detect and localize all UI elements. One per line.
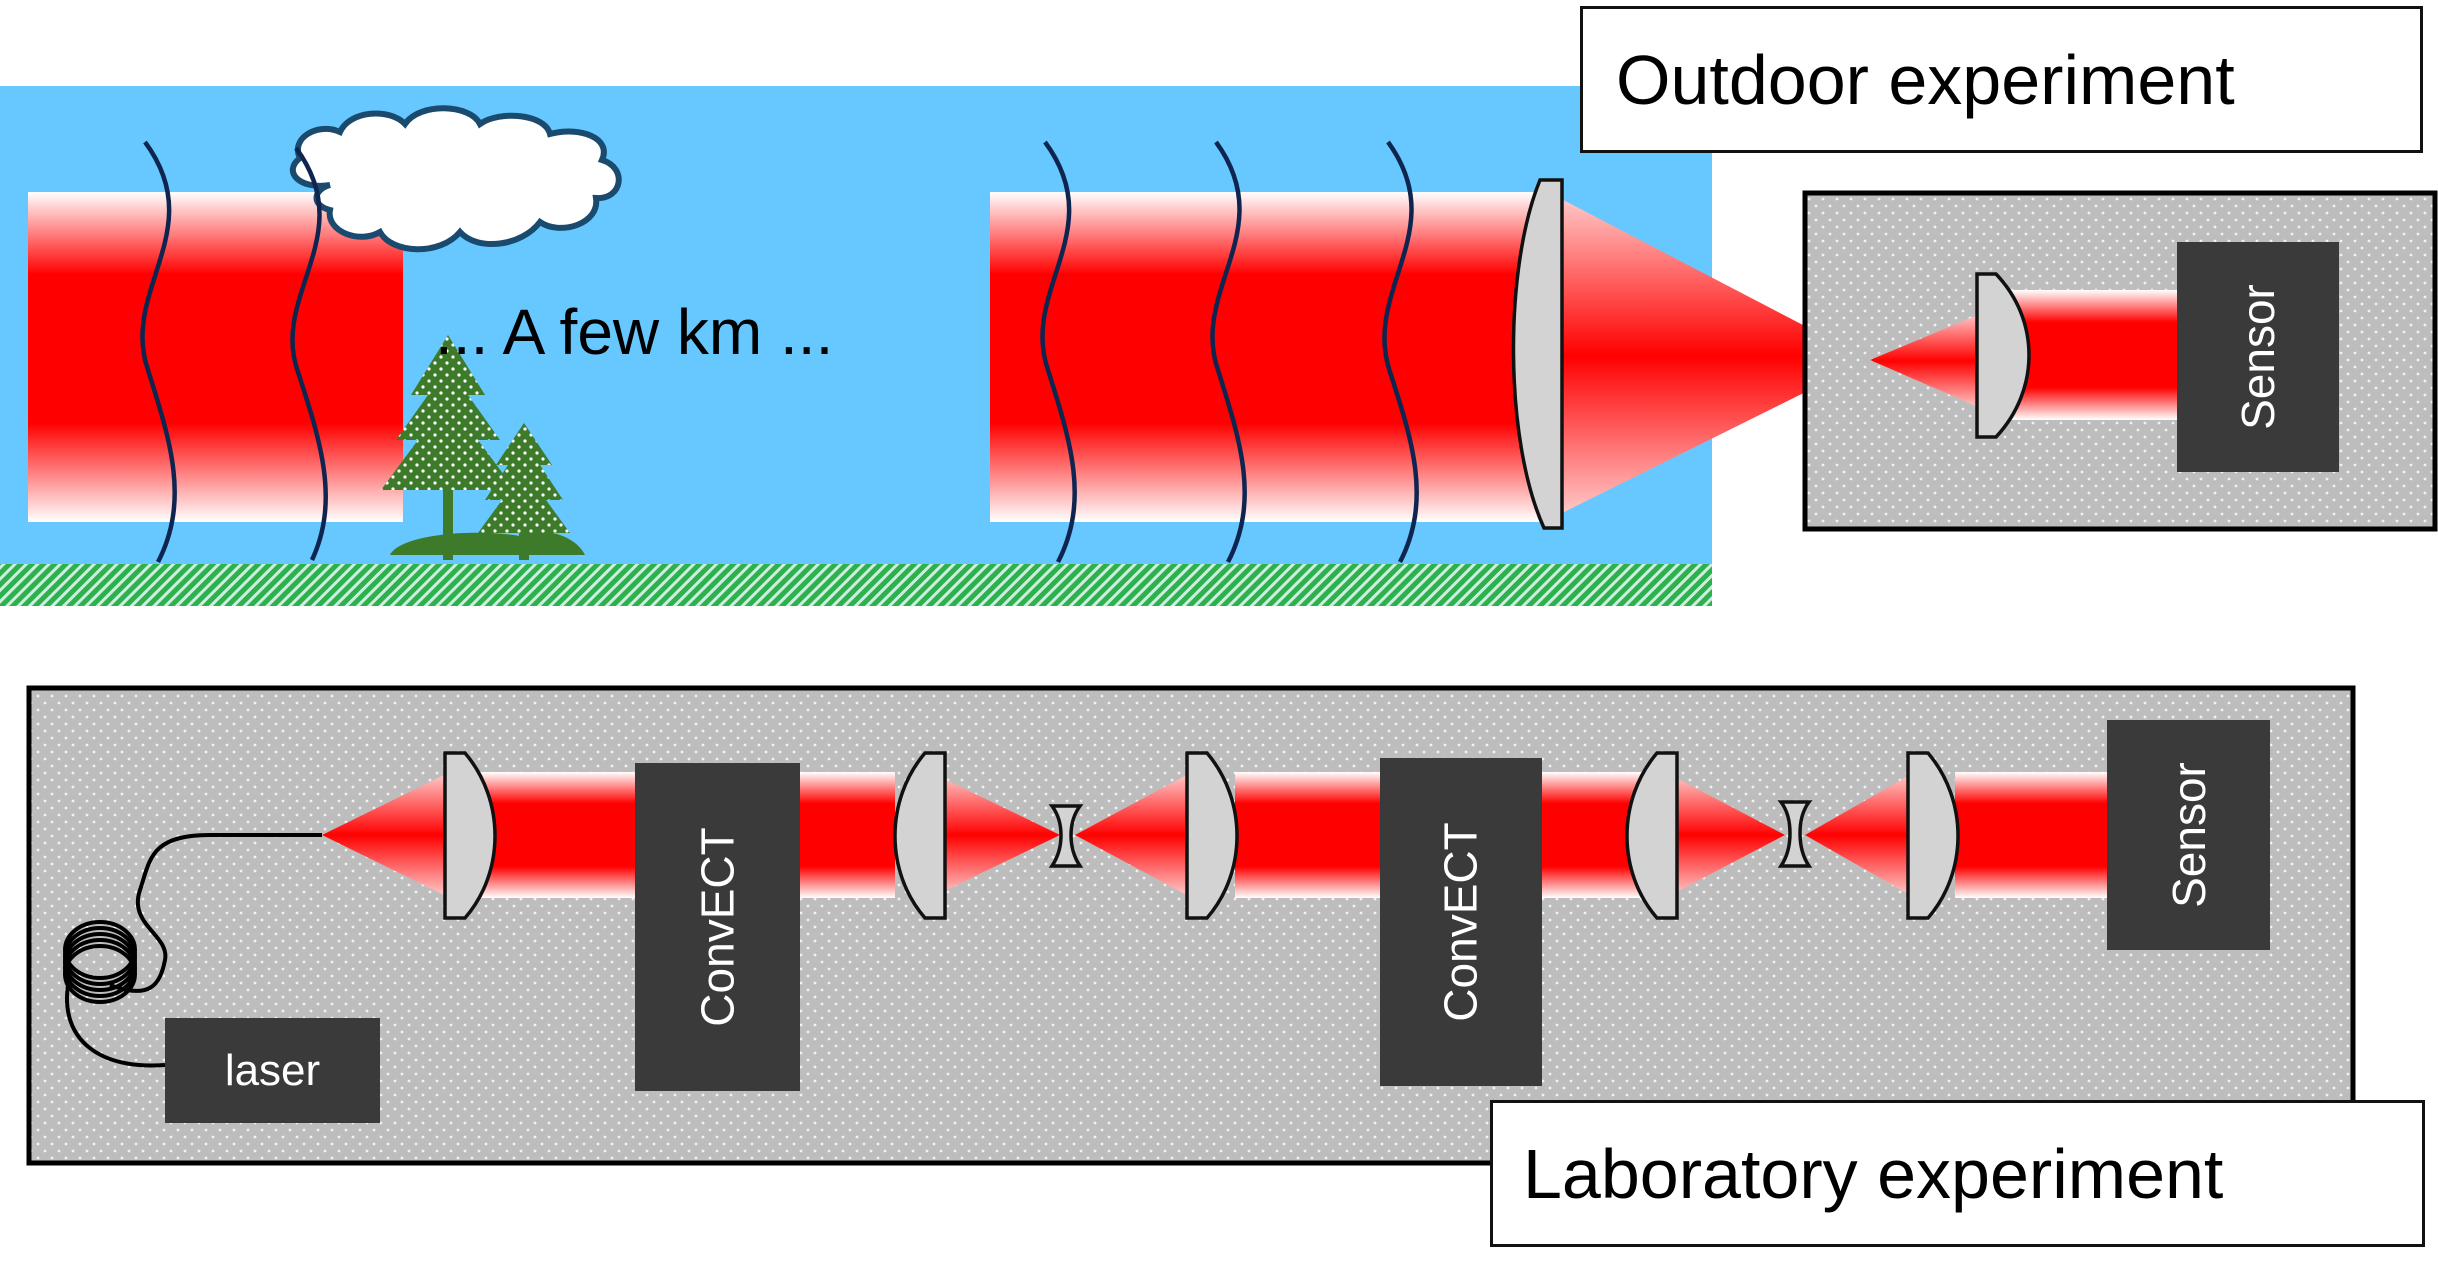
distance-label: ... A few km ... [435, 296, 834, 368]
outdoor-beam-left [28, 192, 403, 522]
lens-icon [1185, 751, 1239, 920]
fiber-coil-icon [63, 833, 322, 1068]
outdoor-beam-right [990, 192, 1550, 522]
outdoor-title: Outdoor experiment [1616, 40, 2235, 119]
lens-icon [1625, 751, 1679, 920]
laboratory-title-box: Laboratory experiment [1490, 1100, 2425, 1247]
tree-icon [381, 335, 585, 560]
lens-icon [1511, 178, 1564, 530]
lab-sensor-box [2107, 720, 2270, 950]
outdoor-title-box: Outdoor experiment [1580, 6, 2423, 153]
lab-sensor-label: Sensor [2162, 762, 2215, 908]
lens-icon [1975, 272, 2031, 439]
convect-label-1: ConvECT [691, 827, 744, 1027]
ground-strip [0, 564, 1712, 606]
outdoor-sensor-label: Sensor [2232, 284, 2284, 430]
laser-box [165, 1018, 380, 1123]
convect-box-1 [635, 763, 800, 1091]
outdoor-focus-cone [1548, 192, 1870, 520]
laser-label: laser [224, 1045, 321, 1095]
convect-box-2 [1380, 758, 1542, 1086]
concave-lens-icon [1777, 800, 1813, 868]
lens-icon [443, 751, 497, 920]
laboratory-title: Laboratory experiment [1523, 1134, 2224, 1213]
wavefront-icon [1040, 140, 1419, 564]
outdoor-sensor-box [2177, 242, 2339, 472]
wavefront-icon [140, 140, 328, 564]
concave-lens-icon [1048, 804, 1084, 868]
cloud-icon [290, 105, 622, 253]
lens-icon [893, 751, 947, 920]
lens-icon [1906, 751, 1960, 920]
convect-label-2: ConvECT [1435, 822, 1488, 1022]
